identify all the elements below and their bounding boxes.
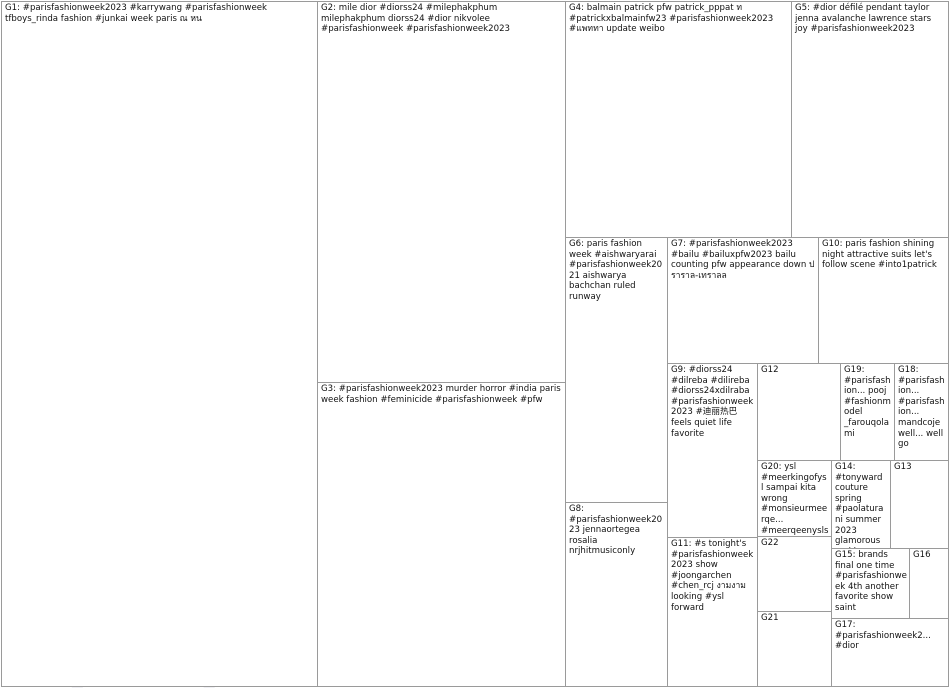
group-label-g3: G3: #parisfashionweek2023 murder horror … [321,384,563,405]
group-label-g13: G13 [894,462,946,473]
group-label-g18: G18: #parisfashion... #parisfashion... m… [898,365,946,450]
group-panel-g19: G19: #parisfashion... pooj #fashionmodel… [840,363,895,461]
group-panel-g11: G11: #s tonight's #parisfashionweek2023 … [667,537,758,687]
group-label-g1: G1: #parisfashionweek2023 #karrywang #pa… [5,3,317,24]
group-panel-g18: G18: #parisfashion... #parisfashion... m… [894,363,949,461]
group-panel-g15: G15: brands final one time #parisfashion… [831,548,910,619]
group-label-g16: G16 [913,550,946,561]
group-label-g19: G19: #parisfashion... pooj #fashionmodel… [844,365,892,439]
group-label-g7: G7: #parisfashionweek2023 #bailu #bailux… [671,239,816,281]
group-label-g22: G22 [761,538,829,549]
group-panel-g9: G9: #diorss24 #dilreba #dilireba #diorss… [667,363,758,538]
group-panel-g1: G1: #parisfashionweek2023 #karrywang #pa… [1,1,318,687]
group-panel-g10: G10: paris fashion shining night attract… [818,237,949,364]
group-label-g5: G5: #dior défilé pendant taylor jenna av… [795,3,946,35]
group-label-g21: G21 [761,613,829,624]
group-panel-g8: G8: #parisfashionweek2023 jennaortegea r… [565,502,668,687]
group-label-g8: G8: #parisfashionweek2023 jennaortegea r… [569,504,665,557]
group-label-g14: G14: #tonyward couture spring #paolatura… [835,462,888,549]
group-panel-g21: G21 [757,611,832,687]
group-panel-g4: G4: balmain patrick pfw patrick_pppat ท … [565,1,792,238]
group-panel-g13: G13 [890,460,949,549]
group-label-g2: G2: mile dior #diorss24 #milephakphum mi… [321,3,563,35]
group-panel-g20: G20: ysl #meerkingofysl sampai kita wron… [757,460,832,537]
group-label-g6: G6: paris fashion week #aishwaryarai #pa… [569,239,665,303]
group-label-g9: G9: #diorss24 #dilreba #dilireba #diorss… [671,365,755,439]
group-panel-g2: G2: mile dior #diorss24 #milephakphum mi… [317,1,566,383]
group-label-g15: G15: brands final one time #parisfashion… [835,550,907,614]
group-panel-g16: G16 [909,548,949,619]
group-panel-g22: G22 [757,536,832,612]
group-label-g17: G17: #parisfashionweek2... #dior [835,620,946,652]
group-panel-g12: G12 [757,363,841,461]
group-label-g4: G4: balmain patrick pfw patrick_pppat ท … [569,3,789,35]
group-panel-g6: G6: paris fashion week #aishwaryarai #pa… [565,237,668,503]
group-label-g20: G20: ysl #meerkingofysl sampai kita wron… [761,462,829,537]
group-panel-g5: G5: #dior défilé pendant taylor jenna av… [791,1,949,238]
group-label-g11: G11: #s tonight's #parisfashionweek2023 … [671,539,755,613]
group-panel-g17: G17: #parisfashionweek2... #dior [831,618,949,687]
group-panel-g14: G14: #tonyward couture spring #paolatura… [831,460,891,549]
group-panel-g3: G3: #parisfashionweek2023 murder horror … [317,382,566,687]
group-label-g12: G12 [761,365,838,376]
group-label-g10: G10: paris fashion shining night attract… [822,239,946,271]
group-panel-g7: G7: #parisfashionweek2023 #bailu #bailux… [667,237,819,364]
